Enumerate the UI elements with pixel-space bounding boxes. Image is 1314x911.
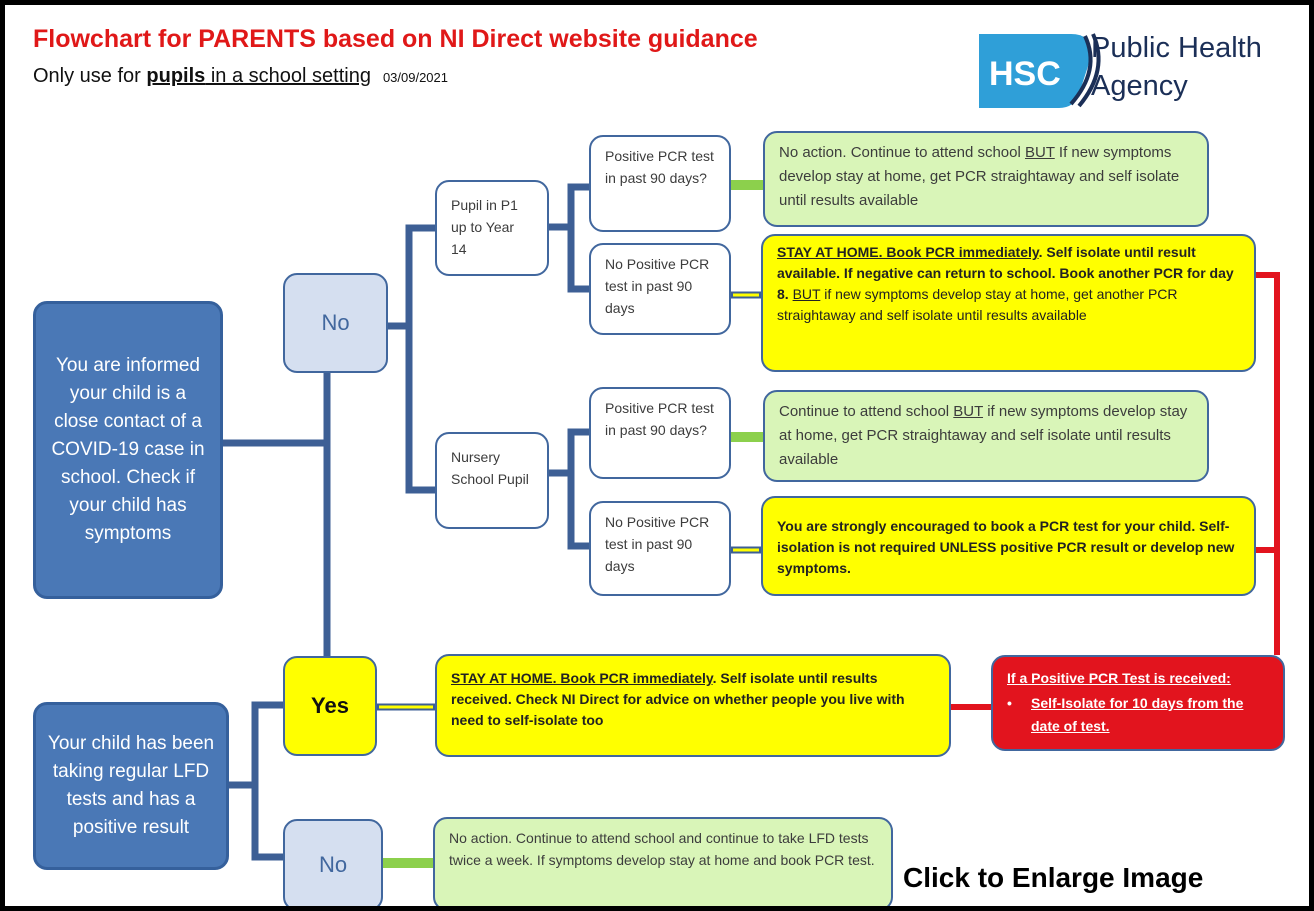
outcome-yellow-3-rest: . Self isolate until results received. C… — [451, 670, 905, 728]
close-contact-text: You are informed your child is a close c… — [51, 355, 205, 544]
outcome-yellow-1-stay-home: STAY AT HOME. Book PCR immediately — [777, 244, 1039, 260]
outcome-yellow-2: You are strongly encouraged to book a PC… — [761, 496, 1256, 596]
outcome-green-2-part2: if new symptoms develop stay at home, ge… — [779, 403, 1188, 468]
outcome-red: If a Positive PCR Test is received: Self… — [991, 655, 1285, 751]
outcome-green-1: No action. Continue to attend school BUT… — [763, 131, 1209, 227]
logo-line-1: Public Health — [1091, 32, 1262, 64]
outcome-yellow-2-text: You are strongly encouraged to book a PC… — [777, 518, 1235, 576]
page-subtitle: Only use for pupils in a school setting 0… — [33, 65, 448, 88]
logo-text: Public Health Agency — [1091, 29, 1262, 105]
pos-pcr-text-1: Positive PCR test in past 90 days? — [605, 148, 714, 186]
hsc-logo-icon: HSC — [979, 33, 1101, 108]
connector-lines — [219, 180, 1280, 868]
pupil-p1-text: Pupil in P1 up to Year 14 — [451, 197, 518, 257]
outcome-green-2-part1: Continue to attend school — [779, 403, 954, 420]
enlarge-image-link[interactable]: Click to Enlarge Image — [903, 862, 1204, 893]
nursery-text: Nursery School Pupil — [451, 449, 529, 487]
outcome-yellow-1-rest: if new symptoms develop stay at home, ge… — [777, 286, 1178, 323]
no-pos-pcr-text-2: No Positive PCR test in past 90 days — [605, 514, 710, 574]
logo-badge-text: HSC — [989, 55, 1061, 93]
outcome-red-list: Self-Isolate for 10 days from the date o… — [1007, 692, 1269, 738]
outcome-green-3-text: No action. Continue to attend school and… — [449, 830, 875, 868]
outcome-yellow-1: STAY AT HOME. Book PCR immediately. Self… — [761, 234, 1256, 372]
connector-red-right — [1256, 272, 1280, 655]
no-pos-pcr-box-1: No Positive PCR test in past 90 days — [589, 243, 731, 335]
close-contact-box: You are informed your child is a close c… — [33, 301, 223, 599]
outcome-yellow-1-day8: Book another PCR for day 8. — [777, 265, 1234, 302]
subtitle-prefix: Only use for — [33, 65, 147, 87]
outcome-red-heading: If a Positive PCR Test is received: — [1007, 670, 1231, 686]
outcome-yellow-1-isolate: . Self isolate until result available. I… — [777, 244, 1196, 281]
logo-line-2: Agency — [1091, 70, 1188, 102]
outcome-green-1-part2: If new symptoms develop stay at home, ge… — [779, 144, 1180, 209]
no-lfd-label: No — [318, 852, 348, 877]
outcome-green-3: No action. Continue to attend school and… — [433, 817, 893, 906]
outcome-yellow-3: STAY AT HOME. Book PCR immediately. Self… — [435, 654, 951, 757]
outcome-green-2: Continue to attend school BUT if new sym… — [763, 390, 1209, 482]
no-pos-pcr-text-1: No Positive PCR test in past 90 days — [605, 256, 710, 316]
no-symptoms-label: No — [321, 310, 350, 335]
outcome-green-2-but: BUT — [953, 403, 984, 420]
lfd-positive-box: Your child has been taking regular LFD t… — [33, 702, 229, 870]
subtitle-suffix: in a school setting — [205, 65, 371, 87]
outcome-green-1-part1: No action. Continue to attend school — [779, 144, 1025, 161]
yes-symptoms-label: Yes — [311, 693, 349, 718]
outcome-yellow-1-but: BUT — [792, 286, 821, 302]
pupil-p1-box: Pupil in P1 up to Year 14 — [435, 180, 549, 276]
outcome-yellow-3-stay-home: STAY AT HOME. Book PCR immediately — [451, 670, 713, 686]
nursery-box: Nursery School Pupil — [435, 432, 549, 529]
pos-pcr-text-2: Positive PCR test in past 90 days? — [605, 400, 714, 438]
pos-pcr-box-1: Positive PCR test in past 90 days? — [589, 135, 731, 232]
no-symptoms-box: No — [283, 273, 388, 373]
yes-symptoms-box: Yes — [283, 656, 377, 756]
no-lfd-box: No — [283, 819, 383, 906]
document-date: 03/09/2021 — [382, 70, 449, 85]
outcome-red-item: Self-Isolate for 10 days from the date o… — [1007, 692, 1269, 738]
lfd-positive-text: Your child has been taking regular LFD t… — [47, 733, 215, 838]
pos-pcr-box-2: Positive PCR test in past 90 days? — [589, 387, 731, 479]
page-title: Flowchart for PARENTS based on NI Direct… — [33, 25, 758, 53]
no-pos-pcr-box-2: No Positive PCR test in past 90 days — [589, 501, 731, 596]
outcome-green-1-but: BUT — [1025, 144, 1055, 161]
subtitle-emphasis: pupils — [146, 65, 206, 87]
